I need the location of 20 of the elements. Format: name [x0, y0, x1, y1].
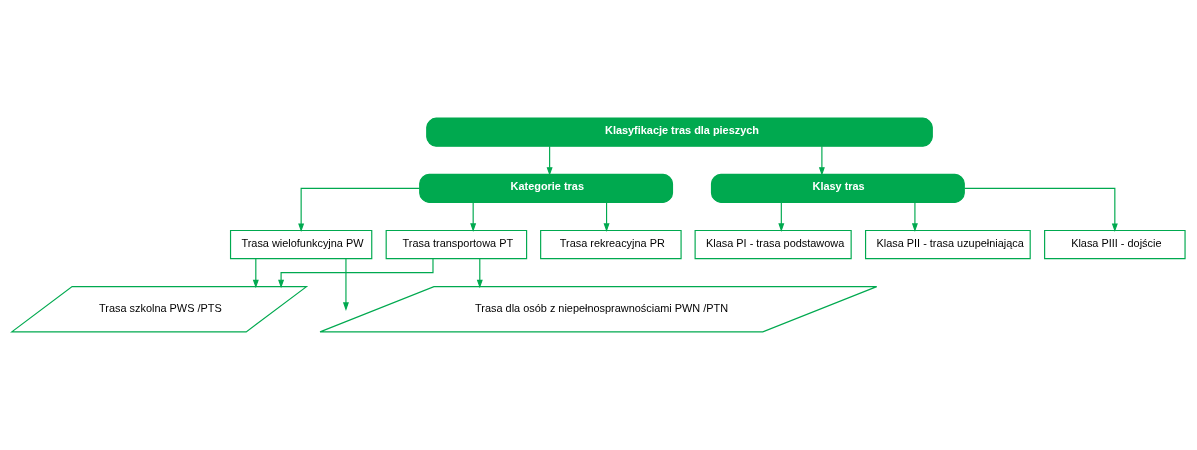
- node-box: Klasa PI - trasa podstawowa: [694, 229, 852, 260]
- arrow: [342, 257, 349, 311]
- node-box: Kategorie tras: [419, 173, 674, 203]
- arrow: [963, 187, 1118, 233]
- node-box: Trasa rekreacyjna PR: [540, 229, 682, 260]
- arrow: [818, 145, 825, 176]
- arrow: [778, 201, 785, 232]
- node-box: Trasa wielofunkcyjna PW: [229, 229, 373, 260]
- arrow: [298, 187, 421, 233]
- node-box: Klasy tras: [710, 173, 965, 203]
- node-box: Klasyfikacje tras dla pieszych: [426, 117, 933, 147]
- arrow: [603, 201, 610, 232]
- arrow: [252, 257, 259, 289]
- arrow: [470, 201, 477, 232]
- node-box: Trasa transportowa PT: [385, 229, 528, 260]
- arrow: [476, 257, 483, 289]
- arrow: [911, 201, 918, 232]
- node-box: Klasa PII - trasa uzupełniająca: [865, 229, 1031, 260]
- arrow: [546, 145, 553, 176]
- node-box: Klasa PIII - dojście: [1044, 229, 1186, 260]
